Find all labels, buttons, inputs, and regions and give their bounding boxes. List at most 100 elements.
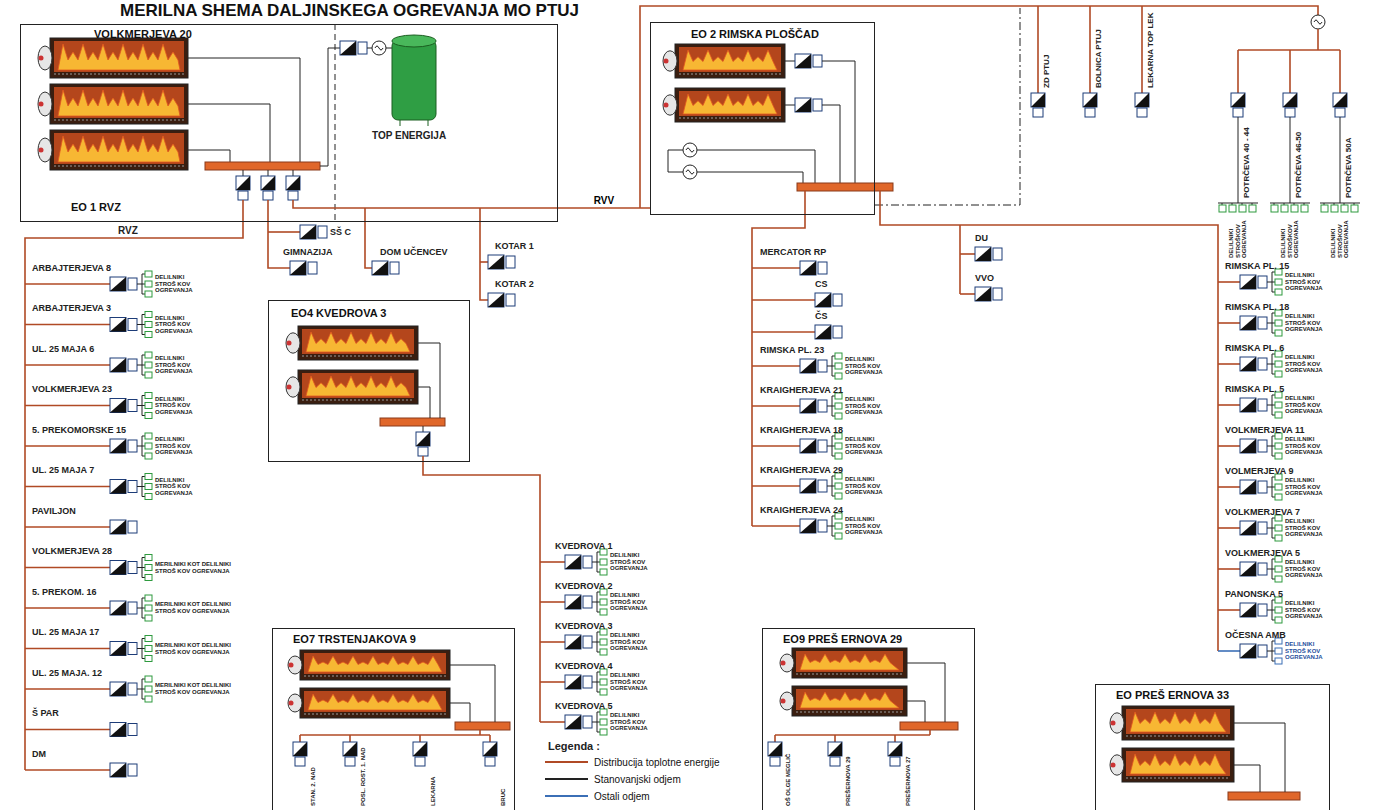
allocator-wire — [592, 602, 597, 603]
legend-text: Distribucija toplotne energije — [594, 757, 720, 768]
heat-meter — [293, 742, 307, 756]
consumer-name: MERCATOR RP — [760, 247, 826, 257]
heat-meter — [828, 742, 842, 756]
boundary-line — [335, 24, 336, 222]
heat-meter — [565, 675, 581, 689]
cost-allocator — [835, 523, 842, 529]
pump-symbol — [683, 143, 697, 157]
meter-display — [128, 400, 137, 412]
pipe — [959, 225, 961, 294]
allocator-wire — [827, 526, 832, 527]
meter-display — [1258, 522, 1267, 534]
pipe — [418, 387, 430, 418]
consumer-name: BRUC — [500, 789, 507, 806]
heat-meter — [815, 325, 831, 339]
heat-meter — [300, 225, 316, 239]
pipe — [1218, 568, 1240, 570]
cost-allocator — [600, 559, 607, 565]
heat-meter — [768, 742, 782, 756]
cost-allocator-note: DELILNIKI STROŠ KOV OGREVANJA — [155, 396, 199, 416]
cost-allocator-note: DELILNIKI STROŠ KOV OGREVANJA — [1285, 436, 1329, 456]
cost-allocator — [145, 433, 152, 439]
pipe — [907, 663, 945, 722]
meter-display — [818, 400, 827, 412]
meter-display — [506, 294, 515, 306]
meter-mark — [1240, 603, 1256, 617]
pipe — [25, 648, 110, 650]
allocator-wire — [1267, 528, 1272, 529]
cost-allocator-note: DELILNIKI STROŠ KOV OGREVANJA — [610, 672, 654, 692]
cost-allocator — [1275, 330, 1282, 336]
boiler-symbol — [663, 88, 785, 122]
cost-allocator — [1301, 205, 1308, 212]
pipe — [480, 261, 488, 263]
cost-allocator-note: DELILNIKI STROŠ KOV OGREVANJA — [155, 315, 199, 335]
heat-meter — [416, 432, 430, 446]
meter-mark — [110, 763, 126, 777]
consumer-name: VOLKMERJEVA 23 — [32, 384, 112, 394]
heat-meter — [290, 261, 306, 275]
cost-allocator — [835, 373, 842, 379]
meter-mark — [1240, 480, 1256, 494]
cost-allocator — [145, 696, 152, 702]
meter-mark — [768, 742, 782, 756]
cost-allocator — [600, 679, 607, 685]
cost-allocator — [1341, 205, 1348, 212]
meter-mark — [110, 439, 126, 453]
meter-mark — [343, 742, 357, 756]
boiler-symbol — [38, 84, 188, 124]
legend-title: Legenda : — [548, 740, 600, 753]
cost-allocator — [145, 565, 152, 571]
pipe — [25, 486, 110, 488]
pipe — [1089, 6, 1091, 93]
heat-meter — [1240, 439, 1256, 453]
allocator-wire — [827, 366, 832, 367]
frame-heading: EO 2 RIMSKA PLOŠČAD — [691, 28, 819, 40]
boiler-house-frame: VOLKMERJEVA 20EO 1 RVZ — [20, 24, 558, 222]
heat-meter — [110, 358, 126, 372]
meter-display — [833, 326, 842, 338]
cost-allocator — [1275, 576, 1282, 582]
cost-allocator — [145, 362, 152, 368]
boiler-symbol — [286, 326, 418, 360]
allocator-wire — [137, 405, 142, 406]
pipe — [822, 61, 855, 183]
meter-display — [318, 226, 327, 238]
consumer-name: RIMSKA PL. 18 — [1225, 302, 1289, 312]
allocator-wire — [1267, 364, 1272, 365]
pipe — [268, 231, 300, 233]
consumer-name: UL. 25 MAJA 17 — [32, 627, 99, 637]
cost-allocator-note: DELILNIKI STROŠ KOV OGREVANJA — [1285, 272, 1329, 292]
pipe — [640, 6, 1318, 208]
pipe — [822, 105, 840, 183]
meter-mark — [340, 41, 356, 55]
cost-allocator — [145, 453, 152, 459]
cost-allocator — [600, 649, 607, 655]
consumer-name: ARBAJTERJEVA 8 — [32, 263, 111, 273]
heat-meter — [565, 595, 581, 609]
meter-mark — [815, 293, 831, 307]
meter-display — [1085, 108, 1095, 117]
heat-meter — [488, 293, 504, 307]
meter-display — [813, 99, 822, 111]
consumer-name: VOLMERJEVA 9 — [1225, 466, 1294, 476]
pipe — [1218, 281, 1240, 283]
cost-allocator — [145, 312, 152, 318]
meter-mark — [261, 176, 275, 190]
consumer-name: KOTAR 2 — [495, 279, 534, 289]
heat-meter — [261, 176, 275, 190]
cost-allocator-note: DELILNIKI STROŠ KOV OGREVANJA — [1285, 354, 1329, 374]
boiler-house-frame: EO4 KVEDROVA 3 — [268, 300, 470, 462]
cost-allocator-note: DELILNIKI STROŠ KOV OGREVANJA — [845, 356, 889, 376]
meter-mark — [565, 595, 581, 609]
cost-allocator-note: DELILNIKI STROŠ KOV OGREVANJA — [845, 476, 889, 496]
meter-display — [418, 447, 428, 456]
meter-display — [1258, 481, 1267, 493]
pipe — [960, 293, 975, 295]
cost-allocator — [1229, 205, 1236, 212]
cost-allocator-note: MERILNIKI KOT DELILNIKI STROŠ KOV OGREVA… — [155, 642, 235, 655]
cost-allocator — [145, 393, 152, 399]
pipe — [785, 105, 795, 106]
cost-allocator-note: DELILNIKI STROŠ KOV OGREVANJA — [1285, 641, 1329, 661]
meter-mark — [236, 176, 250, 190]
